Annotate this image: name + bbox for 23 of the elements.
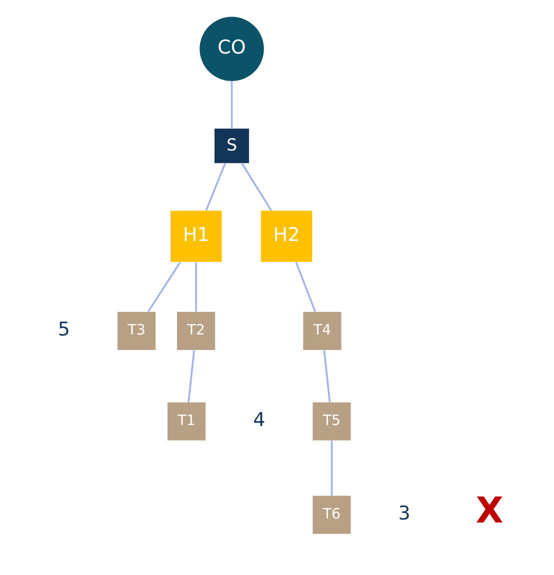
node-label: 4 [253,408,266,431]
node-box: T1 [168,402,206,440]
node-box: H2 [260,210,312,262]
node-box: T6 [312,496,351,534]
node-box: T3 [118,312,156,350]
node-label: X [476,490,504,532]
node-circle: CO [200,16,264,82]
node-box: T5 [312,402,351,440]
connector [195,262,197,312]
connector [295,262,316,312]
connector [330,440,333,496]
connector [188,350,195,402]
connector [230,81,233,128]
node-box: H1 [170,210,222,262]
connector [241,162,272,211]
connector [147,262,181,312]
node-label: 3 [398,502,410,524]
node-box: T4 [303,312,342,350]
node-box: S [214,128,250,164]
connector [323,350,331,402]
connector [205,162,226,211]
node-label: 5 [58,318,70,340]
node-box: T2 [177,312,216,350]
